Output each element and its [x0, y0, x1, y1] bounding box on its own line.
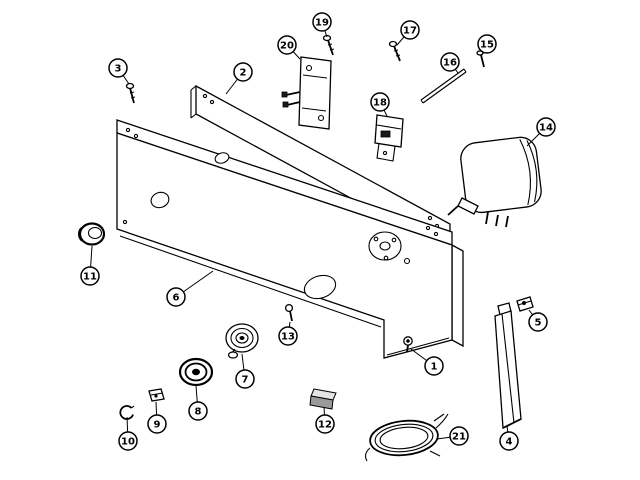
- screw-3: [125, 82, 136, 104]
- screw-17: [388, 40, 401, 62]
- callout-21: 21: [436, 426, 469, 446]
- callout-5: 5: [528, 309, 548, 332]
- screw-19: [322, 34, 335, 56]
- callout-number: 13: [281, 332, 295, 343]
- callout-2: 2: [225, 62, 253, 95]
- control-panel: [116, 119, 464, 359]
- callout-circle: [400, 20, 420, 40]
- callout-number: 4: [506, 437, 513, 448]
- screw-13: [284, 303, 294, 322]
- callout-number: 1: [431, 362, 438, 373]
- callout-circle: [440, 52, 460, 72]
- callout-circle: [424, 356, 444, 376]
- callout-7: 7: [235, 353, 255, 389]
- timer-motor: [447, 136, 542, 228]
- callout-4: 4: [499, 425, 519, 451]
- callout-12: 12: [315, 406, 335, 434]
- callout-17: 17: [396, 20, 420, 46]
- callout-number: 3: [115, 64, 122, 75]
- clip-9: [148, 388, 165, 402]
- callout-circle: [188, 401, 208, 421]
- bolt-1: [403, 336, 413, 353]
- callout-circle: [315, 414, 335, 434]
- callout-14: 14: [526, 117, 556, 147]
- callout-circle: [499, 431, 519, 451]
- callout-13: 13: [278, 321, 298, 346]
- callout-circle: [147, 414, 167, 434]
- callout-number: 20: [280, 41, 294, 52]
- callout-number: 2: [240, 68, 247, 79]
- callout-number: 10: [121, 437, 135, 448]
- callout-number: 9: [154, 420, 161, 431]
- callout-circle: [118, 431, 138, 451]
- callout-number: 18: [373, 98, 387, 109]
- callout-number: 5: [535, 318, 542, 329]
- callout-16: 16: [440, 52, 460, 74]
- callout-19: 19: [312, 12, 332, 38]
- callout-10: 10: [118, 416, 138, 451]
- block-12: [309, 388, 337, 410]
- callout-number: 12: [318, 420, 332, 431]
- callout-number: 19: [315, 18, 329, 29]
- callout-circle: [233, 62, 253, 82]
- callout-number: 11: [83, 272, 97, 283]
- control-knob-8: [178, 357, 214, 387]
- callout-number: 6: [173, 293, 180, 304]
- callout-circle: [80, 266, 100, 286]
- callout-number: 16: [443, 58, 457, 69]
- callout-circle: [235, 369, 255, 389]
- pulley-dial-7: [225, 323, 259, 359]
- callout-11: 11: [80, 245, 100, 286]
- callout-9: 9: [147, 401, 167, 434]
- callout-number: 15: [480, 40, 494, 51]
- callout-15: 15: [477, 34, 497, 56]
- callout-3: 3: [108, 58, 130, 85]
- callout-circle: [370, 92, 390, 112]
- callout-circle: [166, 287, 186, 307]
- callout-number: 7: [242, 375, 249, 386]
- callout-number: 17: [403, 26, 417, 37]
- callout-number: 14: [539, 123, 553, 134]
- callout-circle: [277, 35, 297, 55]
- callout-circle: [278, 326, 298, 346]
- clip-5: [516, 296, 534, 312]
- callout-18: 18: [370, 92, 390, 117]
- callout-number: 21: [452, 432, 466, 443]
- end-cap-11: [78, 222, 106, 246]
- terminal-plate: [281, 56, 332, 130]
- retainer-ring-10: [119, 405, 135, 420]
- callout-circle: [312, 12, 332, 32]
- callout-circle: [528, 312, 548, 332]
- wire-harness-21: [364, 413, 449, 462]
- switch-18: [374, 114, 404, 162]
- bracket-4: [494, 302, 522, 430]
- callout-number: 8: [195, 407, 202, 418]
- callout-circle: [536, 117, 556, 137]
- callout-circle: [449, 426, 469, 446]
- callout-1: 1: [410, 348, 444, 376]
- rod-16: [420, 68, 467, 104]
- callout-circle: [108, 58, 128, 78]
- callout-8: 8: [188, 385, 208, 421]
- callout-20: 20: [277, 35, 301, 60]
- callout-6: 6: [166, 270, 214, 307]
- callout-circle: [477, 34, 497, 54]
